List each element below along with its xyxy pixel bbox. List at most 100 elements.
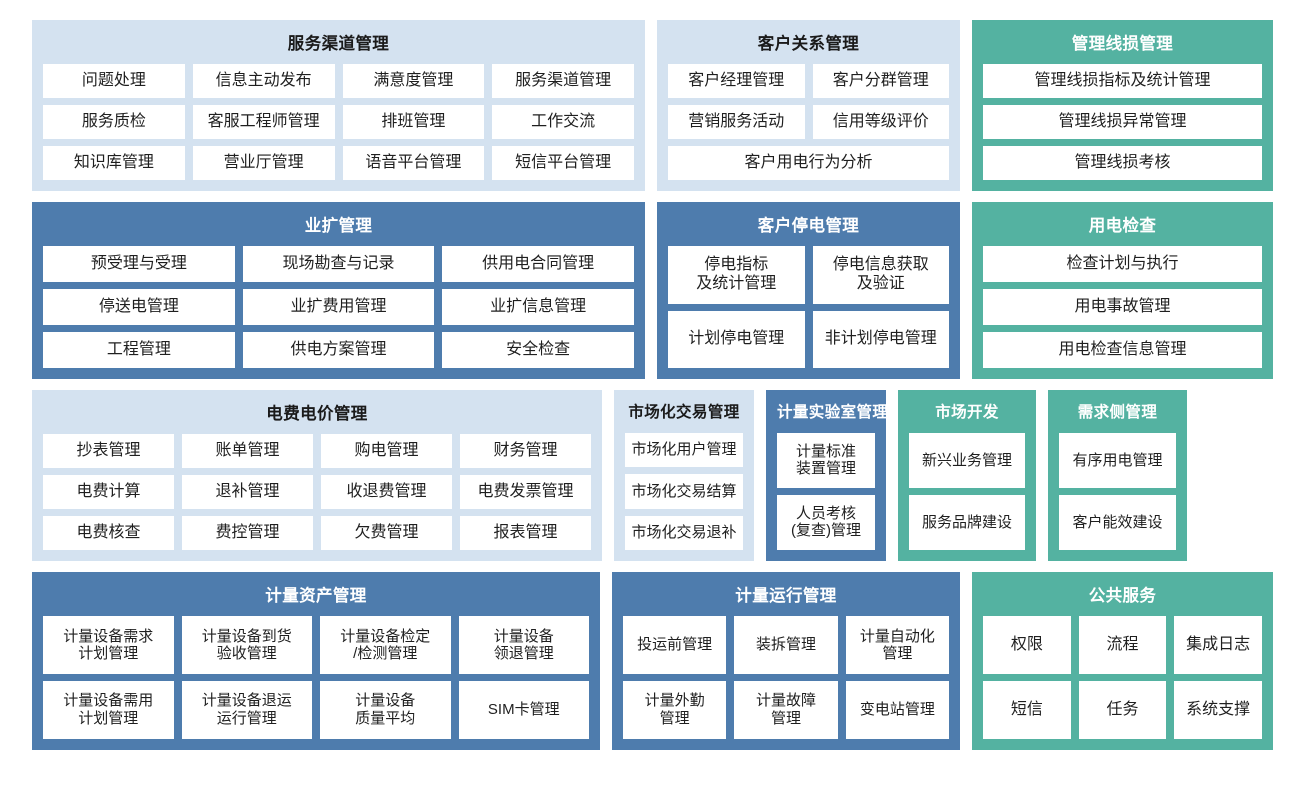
tile-row: 用电事故管理 — [983, 289, 1262, 326]
tile[interactable]: 信用等级评价 — [812, 105, 949, 140]
tile-grid: 投运前管理 装拆管理 计量自动化 管理 计量外勤 管理 计量故障 管理 变电站管… — [623, 616, 949, 740]
tile[interactable]: 市场化交易结算 — [625, 474, 743, 509]
tile-row: 新兴业务管理 — [909, 432, 1025, 488]
tile[interactable]: 人员考核 (复查)管理 — [777, 494, 875, 551]
tile[interactable]: 供电方案管理 — [242, 332, 435, 368]
tile[interactable]: 计量设备 质量平均 — [320, 681, 451, 740]
tile[interactable]: 营业厅管理 — [192, 146, 335, 180]
tile[interactable]: 计量标准 装置管理 — [777, 432, 875, 488]
tile[interactable]: 营销服务活动 — [668, 105, 805, 140]
tile[interactable]: 计划停电管理 — [668, 310, 805, 369]
tile[interactable]: 工作交流 — [492, 105, 634, 140]
panel-title: 计量实验室管理 — [777, 404, 889, 421]
panel-title: 客户停电管理 — [757, 217, 860, 235]
tile[interactable]: 退补管理 — [182, 475, 313, 510]
panel-title: 业扩管理 — [304, 217, 373, 235]
tile-row: 有序用电管理 — [1059, 432, 1176, 488]
tile[interactable]: 计量设备需求 计划管理 — [43, 616, 174, 675]
tile[interactable]: 抄表管理 — [43, 434, 174, 469]
tile[interactable]: 报表管理 — [460, 516, 591, 550]
tile[interactable]: 业扩费用管理 — [242, 289, 435, 326]
tile[interactable]: 安全检查 — [442, 332, 635, 368]
tile[interactable]: 计量设备检定 /检测管理 — [320, 616, 451, 675]
panel-demand-side: 需求侧管理 有序用电管理 客户能效建设 — [1048, 390, 1187, 561]
tile[interactable]: 检查计划与执行 — [983, 246, 1262, 283]
tile[interactable]: 服务品牌建设 — [909, 494, 1025, 551]
tile[interactable]: 计量外勤 管理 — [623, 681, 727, 740]
tile[interactable]: 用电事故管理 — [983, 289, 1262, 326]
tile[interactable]: 用电检查信息管理 — [983, 332, 1262, 368]
tile[interactable]: 客服工程师管理 — [192, 105, 335, 140]
tile[interactable]: 财务管理 — [460, 434, 591, 469]
panel-tariff-management: 电费电价管理 抄表管理 账单管理 购电管理 财务管理 电费计算 退补管理 收退费… — [32, 390, 602, 561]
tile[interactable]: 管理线损考核 — [983, 146, 1262, 180]
tile[interactable]: 客户用电行为分析 — [668, 146, 949, 180]
tile[interactable]: 非计划停电管理 — [812, 310, 949, 369]
tile-row: 预受理与受理 现场勘查与记录 供用电合同管理 — [43, 246, 635, 283]
tile[interactable]: 现场勘查与记录 — [242, 246, 435, 283]
tile[interactable]: 账单管理 — [182, 434, 313, 469]
tile-grid: 权限 流程 集成日志 短信 任务 系统支撑 — [983, 616, 1263, 740]
tile[interactable]: 新兴业务管理 — [909, 432, 1025, 488]
tile[interactable]: 购电管理 — [321, 434, 452, 469]
tile-row: 权限 流程 集成日志 — [983, 616, 1263, 675]
tile[interactable]: 计量设备到货 验收管理 — [181, 616, 312, 675]
tile[interactable]: 信息主动发布 — [192, 64, 335, 99]
panel-title: 用电检查 — [1088, 217, 1157, 235]
panel-service-channel: 服务渠道管理 问题处理 信息主动发布 满意度管理 服务渠道管理 服务质检 客服工… — [32, 20, 645, 191]
tile[interactable]: 有序用电管理 — [1059, 432, 1176, 488]
tile[interactable]: 电费发票管理 — [460, 475, 591, 510]
tile[interactable]: 计量故障 管理 — [734, 681, 838, 740]
tile[interactable]: 装拆管理 — [734, 616, 838, 675]
tile[interactable]: 语音平台管理 — [342, 146, 485, 180]
tile[interactable]: 投运前管理 — [623, 616, 727, 675]
tile[interactable]: 电费计算 — [43, 475, 174, 510]
tile[interactable]: 计量设备 领退管理 — [458, 616, 589, 675]
tile[interactable]: 收退费管理 — [321, 475, 452, 510]
tile[interactable]: 任务 — [1078, 681, 1167, 740]
tile[interactable]: 市场化交易退补 — [625, 515, 743, 550]
tile[interactable]: 计量自动化 管理 — [845, 616, 949, 675]
tile[interactable]: 管理线损指标及统计管理 — [983, 64, 1262, 99]
tile[interactable]: 短信 — [983, 681, 1071, 740]
tile[interactable]: 满意度管理 — [342, 64, 485, 99]
tile[interactable]: 停电指标 及统计管理 — [668, 246, 805, 304]
tile[interactable]: 流程 — [1078, 616, 1167, 675]
tile-row: 计划停电管理 非计划停电管理 — [668, 310, 949, 369]
tile[interactable]: 停送电管理 — [43, 289, 235, 326]
tile[interactable]: 管理线损异常管理 — [983, 105, 1262, 140]
tile-row: 服务质检 客服工程师管理 排班管理 工作交流 — [43, 105, 634, 140]
tile-row: 客户用电行为分析 — [668, 146, 949, 180]
tile[interactable]: 服务渠道管理 — [492, 64, 634, 99]
tile-row: 市场化用户管理 — [625, 432, 743, 468]
tile[interactable]: 问题处理 — [43, 64, 185, 99]
tile[interactable]: 客户能效建设 — [1059, 494, 1176, 551]
tile[interactable]: 知识库管理 — [43, 146, 185, 180]
tile[interactable]: 客户分群管理 — [812, 64, 949, 99]
tile[interactable]: 集成日志 — [1174, 616, 1263, 675]
tile[interactable]: 费控管理 — [182, 516, 313, 550]
tile[interactable]: 业扩信息管理 — [442, 289, 635, 326]
tile[interactable]: 计量设备需用 计划管理 — [43, 681, 174, 740]
tile[interactable]: 客户经理管理 — [668, 64, 805, 99]
tile[interactable]: SIM卡管理 — [458, 681, 589, 740]
tile[interactable]: 欠费管理 — [321, 516, 452, 550]
tile[interactable]: 权限 — [983, 616, 1071, 675]
panel-title: 需求侧管理 — [1077, 404, 1158, 421]
tile-grid: 检查计划与执行 用电事故管理 用电检查信息管理 — [983, 246, 1262, 368]
tile-row: 用电检查信息管理 — [983, 332, 1262, 368]
tile[interactable]: 供用电合同管理 — [442, 246, 635, 283]
tile[interactable]: 工程管理 — [43, 332, 235, 368]
tile[interactable]: 系统支撑 — [1174, 681, 1263, 740]
tile[interactable]: 电费核查 — [43, 516, 174, 550]
tile[interactable]: 排班管理 — [342, 105, 485, 140]
tile[interactable]: 停电信息获取 及验证 — [812, 246, 949, 304]
tile-row: 客户能效建设 — [1059, 494, 1176, 551]
tile[interactable]: 计量设备退运 运行管理 — [181, 681, 312, 740]
tile[interactable]: 服务质检 — [43, 105, 185, 140]
panel-title: 计量运行管理 — [735, 587, 837, 605]
tile[interactable]: 变电站管理 — [845, 681, 949, 740]
tile[interactable]: 短信平台管理 — [492, 146, 634, 180]
tile[interactable]: 预受理与受理 — [43, 246, 235, 283]
tile[interactable]: 市场化用户管理 — [625, 432, 743, 468]
